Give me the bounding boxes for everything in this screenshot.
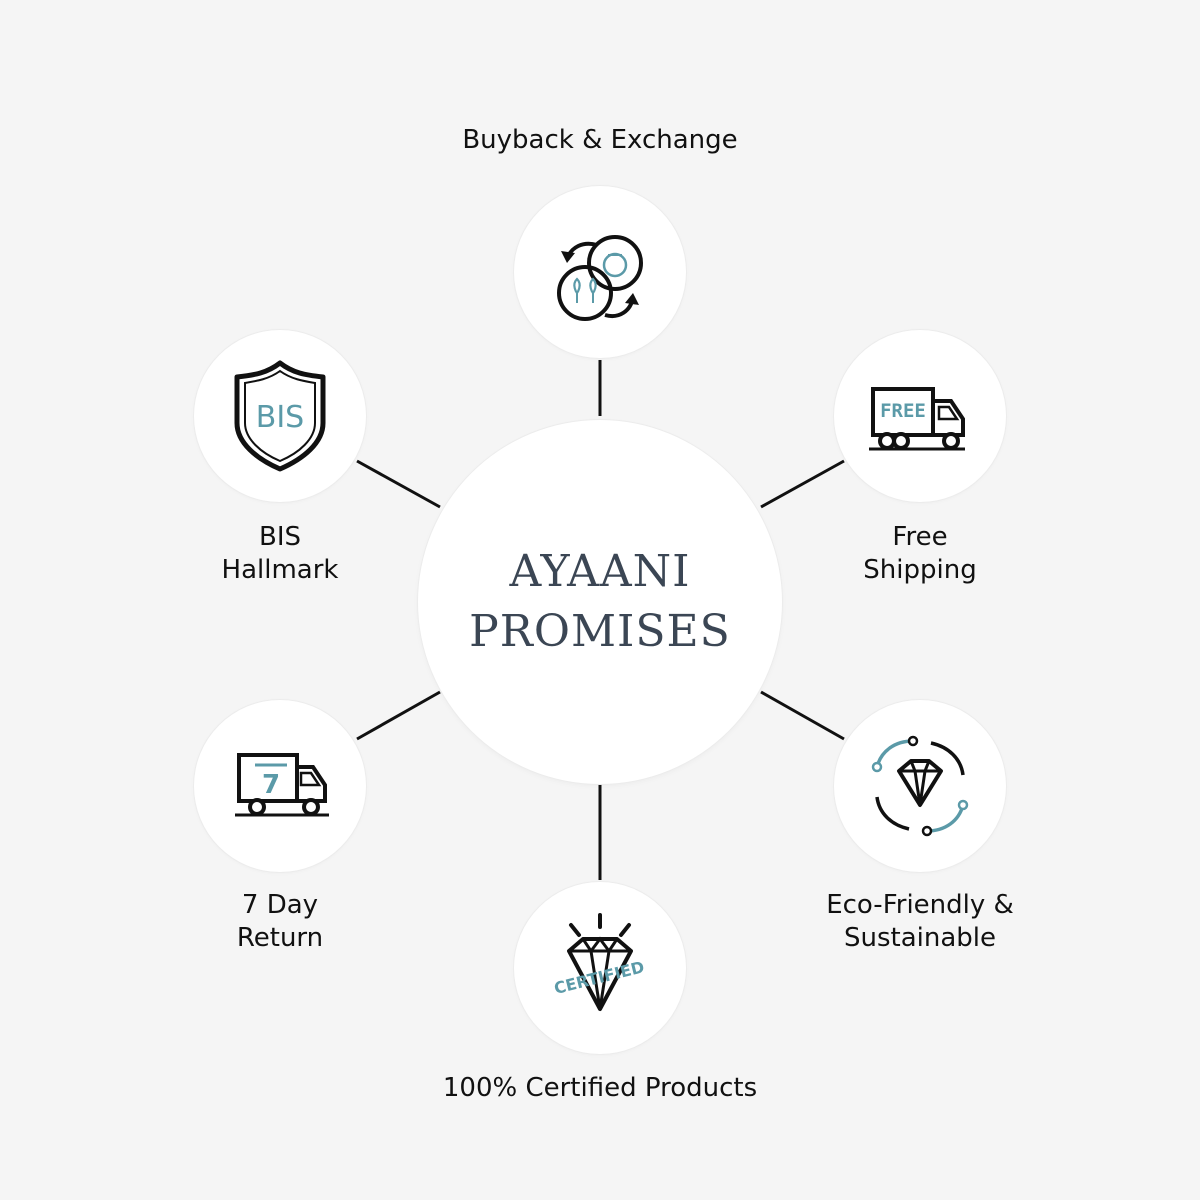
promise-certified-label: 100% Certified Products bbox=[443, 1072, 757, 1105]
promise-certified-label-line1: 100% Certified Products bbox=[442, 1073, 758, 1103]
connector-eco bbox=[760, 690, 845, 741]
bis-badge-text: BIS bbox=[256, 400, 304, 435]
exchange-icon bbox=[557, 235, 643, 321]
certified-diamond-icon: CERTIFIED bbox=[552, 913, 646, 1011]
promise-eco-label: Eco-Friendly & Sustainable bbox=[826, 889, 1014, 955]
promise-shipping-node: FREE bbox=[834, 330, 1006, 502]
promise-bis-label-line2: Hallmark bbox=[221, 555, 339, 585]
promise-buyback-label: Buyback & Exchange bbox=[462, 124, 737, 157]
shield-icon: BIS bbox=[234, 360, 326, 472]
promise-bis-label-line1: BIS bbox=[258, 522, 301, 552]
promise-bis-node: BIS bbox=[194, 330, 366, 502]
seven-badge-text: 7 bbox=[262, 770, 280, 800]
center-title-circle: AYAANI PROMISES bbox=[418, 420, 782, 784]
promise-shipping-label: Free Shipping bbox=[863, 521, 976, 587]
connector-return bbox=[356, 690, 441, 741]
free-badge-text: FREE bbox=[880, 400, 926, 422]
return-truck-icon: 7 bbox=[235, 753, 329, 817]
promise-shipping-label-line2: Shipping bbox=[863, 555, 977, 585]
promise-eco-label-line2: Sustainable bbox=[843, 923, 997, 953]
center-title-line2: PROMISES bbox=[469, 606, 731, 657]
connector-shipping bbox=[760, 459, 845, 509]
promise-buyback-node bbox=[514, 186, 686, 358]
promise-return-label-line1: 7 Day bbox=[241, 890, 319, 920]
promise-bis-label: BIS Hallmark bbox=[222, 521, 339, 587]
promise-eco-label-line1: Eco-Friendly & bbox=[826, 890, 1014, 920]
center-title-line1: AYAANI bbox=[509, 546, 691, 597]
recycle-diamond-icon bbox=[871, 735, 969, 837]
promise-buyback-label-line1: Buyback & Exchange bbox=[462, 125, 738, 155]
connector-bis bbox=[356, 459, 441, 509]
certified-stamp-text: CERTIFIED bbox=[552, 957, 646, 998]
promise-certified-node: CERTIFIED bbox=[514, 882, 686, 1054]
promise-return-label: 7 Day Return bbox=[237, 889, 323, 955]
promise-return-label-line2: Return bbox=[236, 923, 324, 953]
promise-shipping-label-line1: Free bbox=[892, 522, 948, 552]
promise-return-node: 7 bbox=[194, 700, 366, 872]
promise-eco-node bbox=[834, 700, 1006, 872]
delivery-truck-icon: FREE bbox=[869, 387, 965, 451]
